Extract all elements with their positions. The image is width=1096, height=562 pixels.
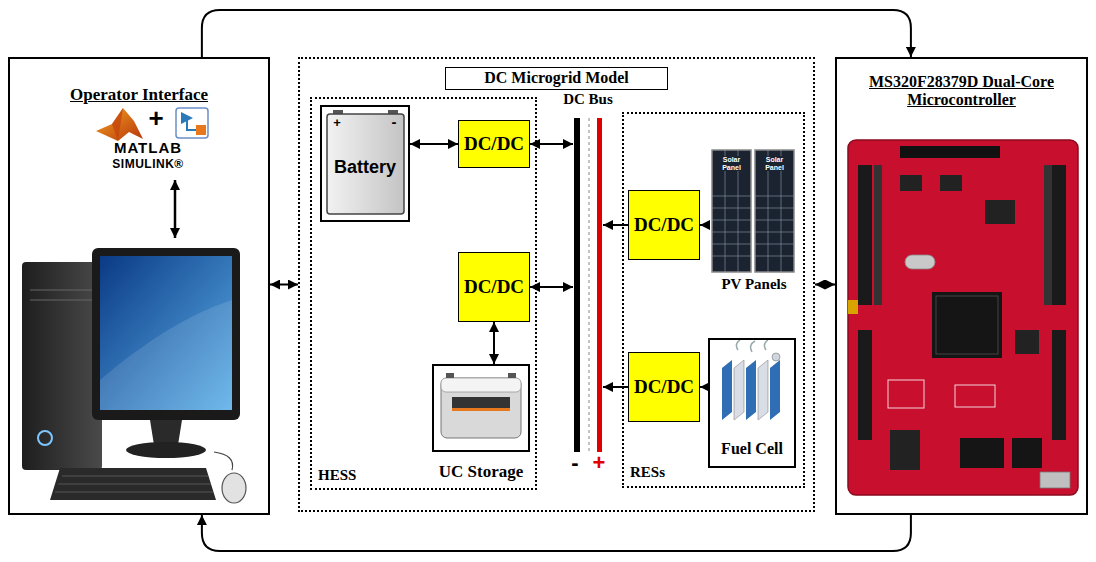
connector-arrow xyxy=(410,143,458,145)
storage-unit: UC Storage xyxy=(432,364,530,485)
solar-panel-illustration xyxy=(712,150,794,272)
group-region: HESSBatteryDC/DCDC/DCUC Storage xyxy=(310,97,537,490)
region-title: DC Microgrid Model xyxy=(445,67,668,90)
converter-label: DC/DC xyxy=(459,253,529,321)
connector-arrow xyxy=(815,284,835,286)
connector-arrow xyxy=(603,386,628,388)
logo-text: SIMULINK® xyxy=(78,158,218,171)
panel-text: Solar Panel xyxy=(757,156,792,171)
model-region: DC Microgrid ModelHESSBatteryDC/DCDC/DCU… xyxy=(298,57,815,512)
converter-label: DC/DC xyxy=(629,191,699,259)
group-label: RESs xyxy=(630,464,690,481)
group-label: HESS xyxy=(318,467,378,484)
operator-panel: Operator Interface xyxy=(8,57,270,515)
converter-box: DC/DC xyxy=(628,352,700,422)
converter-label: DC/DC xyxy=(629,353,699,421)
converter-box: DC/DC xyxy=(458,252,530,322)
logo-text: MATLAB xyxy=(78,140,218,157)
polarity-sign: + xyxy=(590,451,608,475)
connector-arrow xyxy=(700,224,708,226)
dc-bus-lines xyxy=(574,118,602,452)
bus-label: DC Bus xyxy=(543,91,633,108)
logo-symbol: + xyxy=(143,104,169,133)
source-label: Fuel Cell xyxy=(710,440,794,458)
converter-box: DC/DC xyxy=(628,190,700,260)
connector-arrow xyxy=(202,10,911,57)
polarity-sign: - xyxy=(566,451,584,475)
dc-bus: DC Bus xyxy=(573,115,603,452)
panel-text: Solar Panel xyxy=(714,156,749,171)
storage-label: UC Storage xyxy=(422,462,540,482)
terminal-sign: - xyxy=(387,114,401,131)
computer-illustration xyxy=(22,248,246,503)
converter-box: DC/DC xyxy=(458,120,530,168)
link-arrow xyxy=(174,180,177,238)
controller-panel: MS320F28379D Dual-Core Microcontroller xyxy=(835,57,1088,515)
ultracapacitor-illustration xyxy=(433,365,529,451)
connector-arrow xyxy=(202,515,911,551)
source-label: PV Panels xyxy=(704,276,804,293)
battery-label: Battery xyxy=(322,115,408,220)
connector-arrow xyxy=(493,322,495,364)
board-illustration xyxy=(848,140,1078,495)
panel-heading: Operator Interface xyxy=(10,85,268,105)
connector-arrow xyxy=(700,386,708,388)
connector-arrow xyxy=(270,284,298,286)
fuel-cell-illustration xyxy=(722,340,780,420)
converter-label: DC/DC xyxy=(459,121,529,167)
source-unit: Fuel Cell xyxy=(708,338,796,468)
terminal-sign: + xyxy=(330,116,344,130)
connector-arrow xyxy=(603,224,628,226)
panel-heading: MS320F28379D Dual-Core Microcontroller xyxy=(847,73,1076,110)
